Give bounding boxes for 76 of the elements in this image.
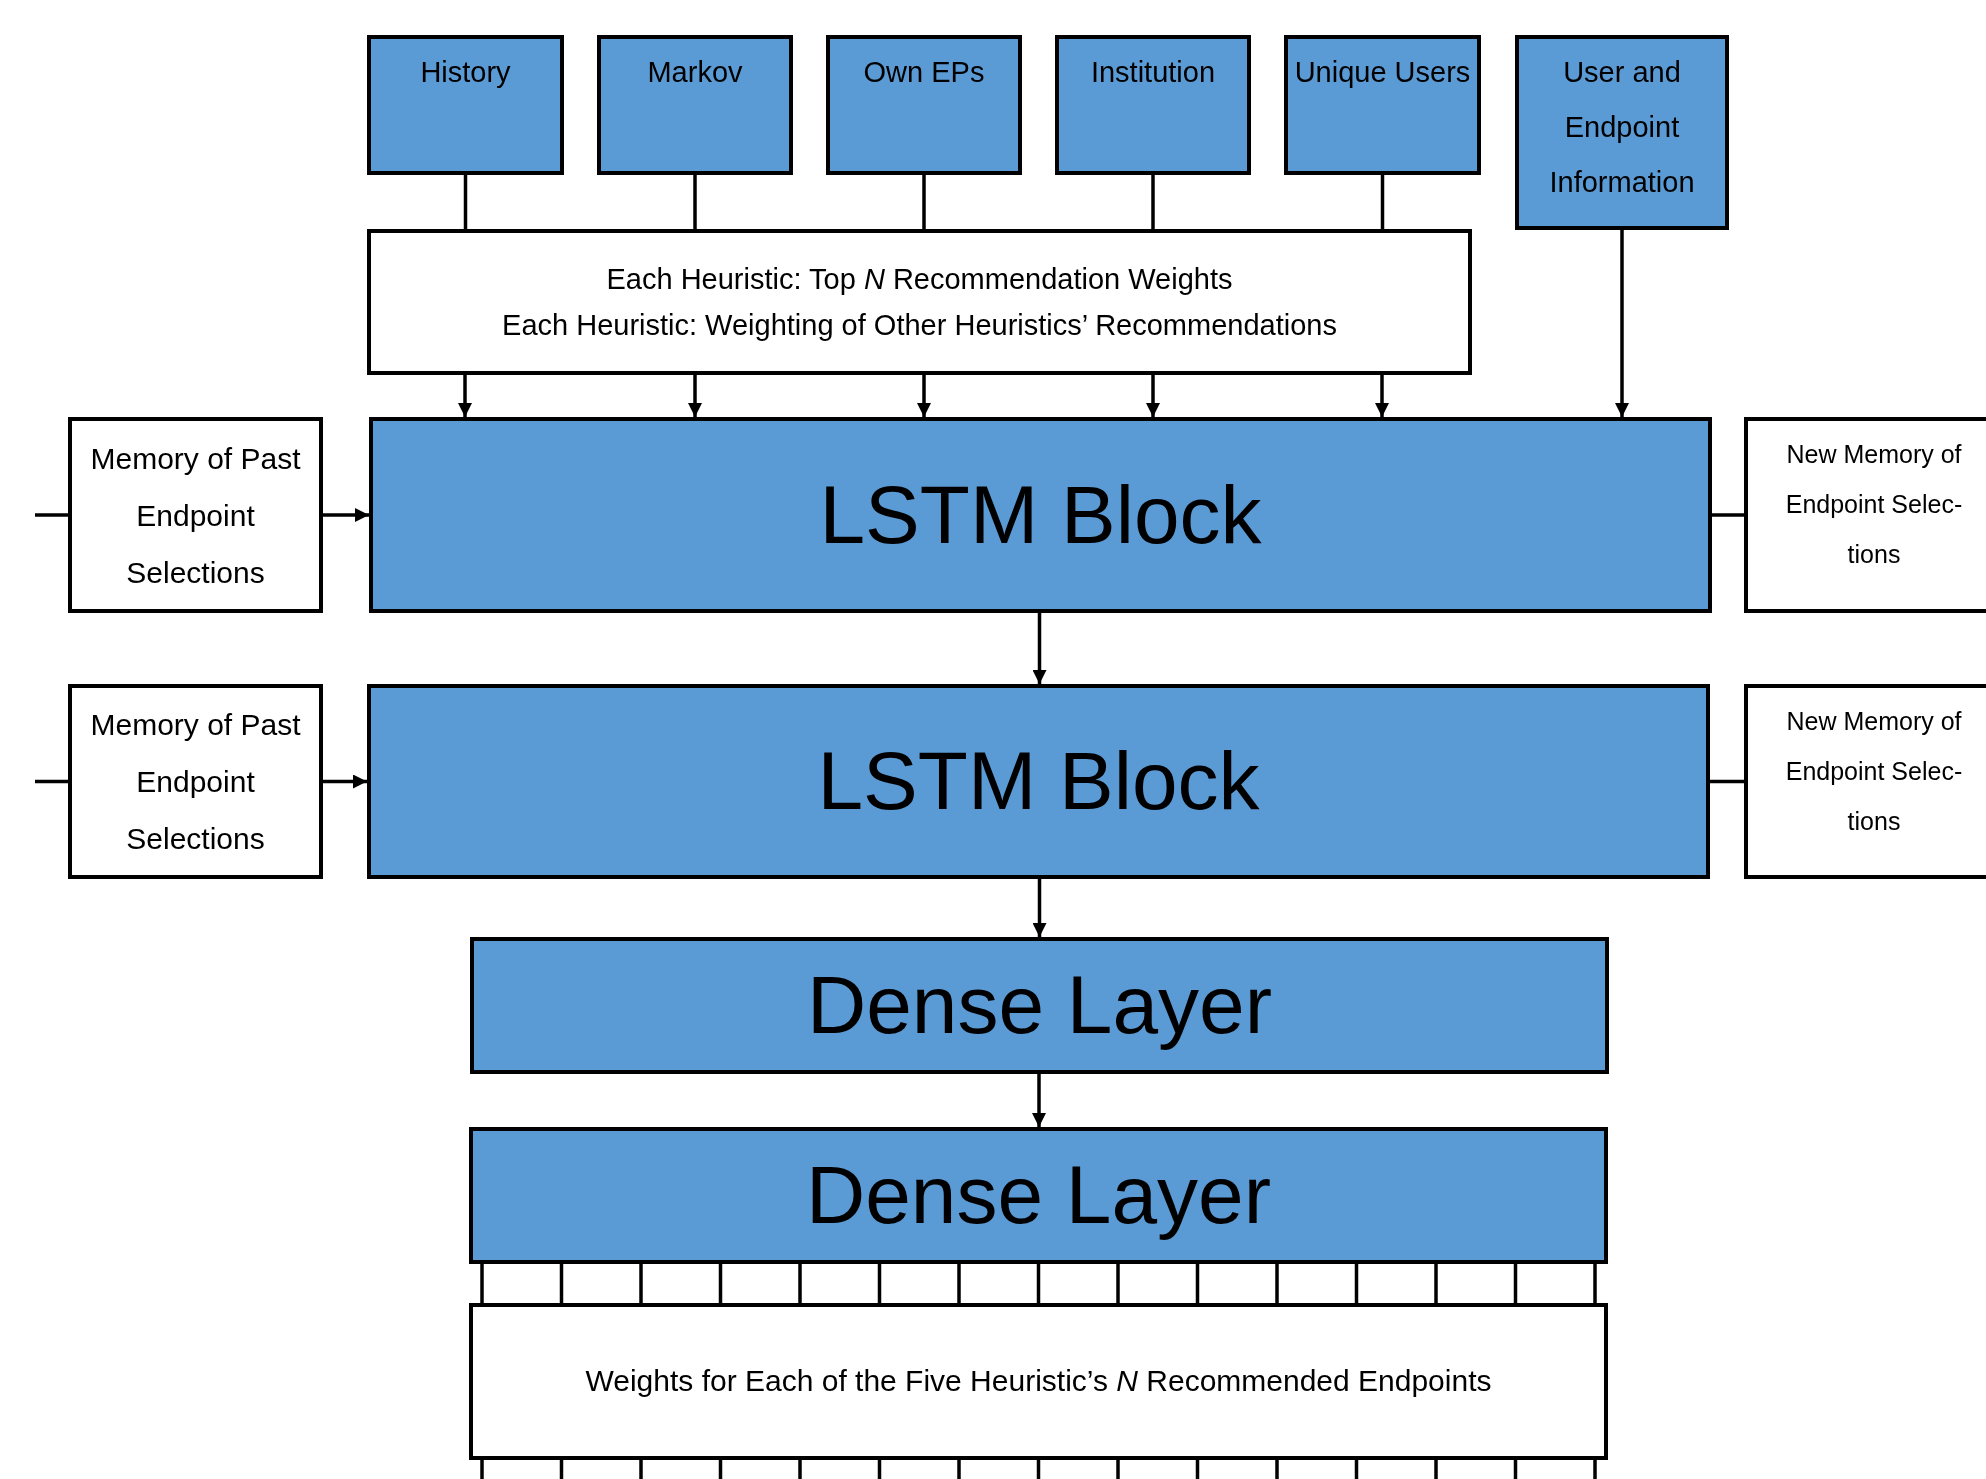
box-label: Each Heuristic: Top N Recommendation Weights: [606, 261, 1233, 297]
connector-line: [1151, 175, 1155, 229]
memory-box: [68, 417, 323, 613]
connector-line: [1275, 1460, 1279, 1479]
box-label: New Memory of Endpoint Selec- tions: [1784, 439, 1964, 570]
arrow: [1032, 879, 1047, 937]
memory-box: [1744, 417, 1986, 613]
input-box: [1284, 35, 1481, 175]
box-label: User and Endpoint Information: [1548, 55, 1696, 201]
box-label: Institution: [1090, 55, 1216, 90]
box-label: LSTM Block: [817, 734, 1260, 829]
connector-line: [1434, 1264, 1438, 1303]
input-box: [367, 35, 564, 175]
arrow: [688, 375, 702, 417]
connector-line: [463, 175, 468, 229]
box-label: Dense Layer: [806, 1148, 1271, 1243]
connector-line: [877, 1264, 882, 1303]
arrow: [1146, 375, 1160, 417]
connector-line: [35, 779, 68, 784]
arrow: [323, 774, 367, 789]
connector-line: [1116, 1264, 1120, 1303]
connector-line: [1712, 513, 1744, 517]
output-box: [469, 1303, 1608, 1460]
connector-line: [1710, 779, 1744, 784]
connector-line: [1593, 1264, 1597, 1303]
arrow: [1375, 375, 1389, 417]
box-label: Markov: [647, 55, 743, 90]
box-label: Weights for Each of the Five Heuristic’s N Recommended Endpoints: [585, 1363, 1492, 1400]
arrow: [458, 375, 472, 417]
process-box: [367, 229, 1472, 375]
memory-box: [68, 684, 323, 879]
connector-line: [957, 1264, 961, 1303]
connector-line: [693, 175, 697, 229]
arrow: [1615, 230, 1629, 417]
connector-line: [1593, 1460, 1597, 1479]
connector-line: [639, 1460, 643, 1479]
box-label: Memory of Past Endpoint Selections: [89, 707, 302, 857]
memory-box: [1744, 684, 1986, 879]
connector-line: [1275, 1264, 1279, 1303]
connector-line: [718, 1264, 723, 1303]
box-label: LSTM Block: [819, 467, 1262, 562]
box-label: Own EPs: [863, 55, 985, 90]
connector-line: [957, 1460, 961, 1479]
connector-line: [798, 1264, 802, 1303]
connector-line: [559, 1264, 564, 1303]
connector-line: [480, 1460, 484, 1479]
layer-box: [469, 1127, 1608, 1264]
box-label: History: [420, 55, 511, 90]
layer-box: [369, 417, 1712, 613]
connector-line: [480, 1264, 484, 1303]
arrow: [917, 375, 931, 417]
box-label: Memory of Past Endpoint Selections: [89, 440, 302, 591]
connector-line: [922, 175, 926, 229]
arrow: [323, 508, 369, 522]
connector-line: [1116, 1460, 1120, 1479]
layer-box: [367, 684, 1710, 879]
arrow: [1032, 1074, 1046, 1127]
layer-box: [470, 937, 1609, 1074]
connector-line: [35, 513, 68, 517]
input-box: [1515, 35, 1729, 230]
connector-line: [1354, 1264, 1359, 1303]
box-label: Each Heuristic: Weighting of Other Heuristics’ Recommendations: [502, 308, 1337, 343]
box-label: New Memory of Endpoint Selec- tions: [1784, 706, 1964, 837]
arrow: [1032, 613, 1047, 684]
input-box: [1055, 35, 1251, 175]
connector-line: [798, 1460, 802, 1479]
connector-line: [1195, 1264, 1200, 1303]
connector-line: [1380, 175, 1385, 229]
connector-line: [1036, 1264, 1041, 1303]
connector-line: [1434, 1460, 1438, 1479]
box-label: Unique Users: [1294, 55, 1471, 90]
connector-line: [639, 1264, 643, 1303]
input-box: [826, 35, 1022, 175]
input-box: [597, 35, 793, 175]
connector-line: [1513, 1264, 1518, 1303]
box-label: Dense Layer: [807, 958, 1272, 1053]
